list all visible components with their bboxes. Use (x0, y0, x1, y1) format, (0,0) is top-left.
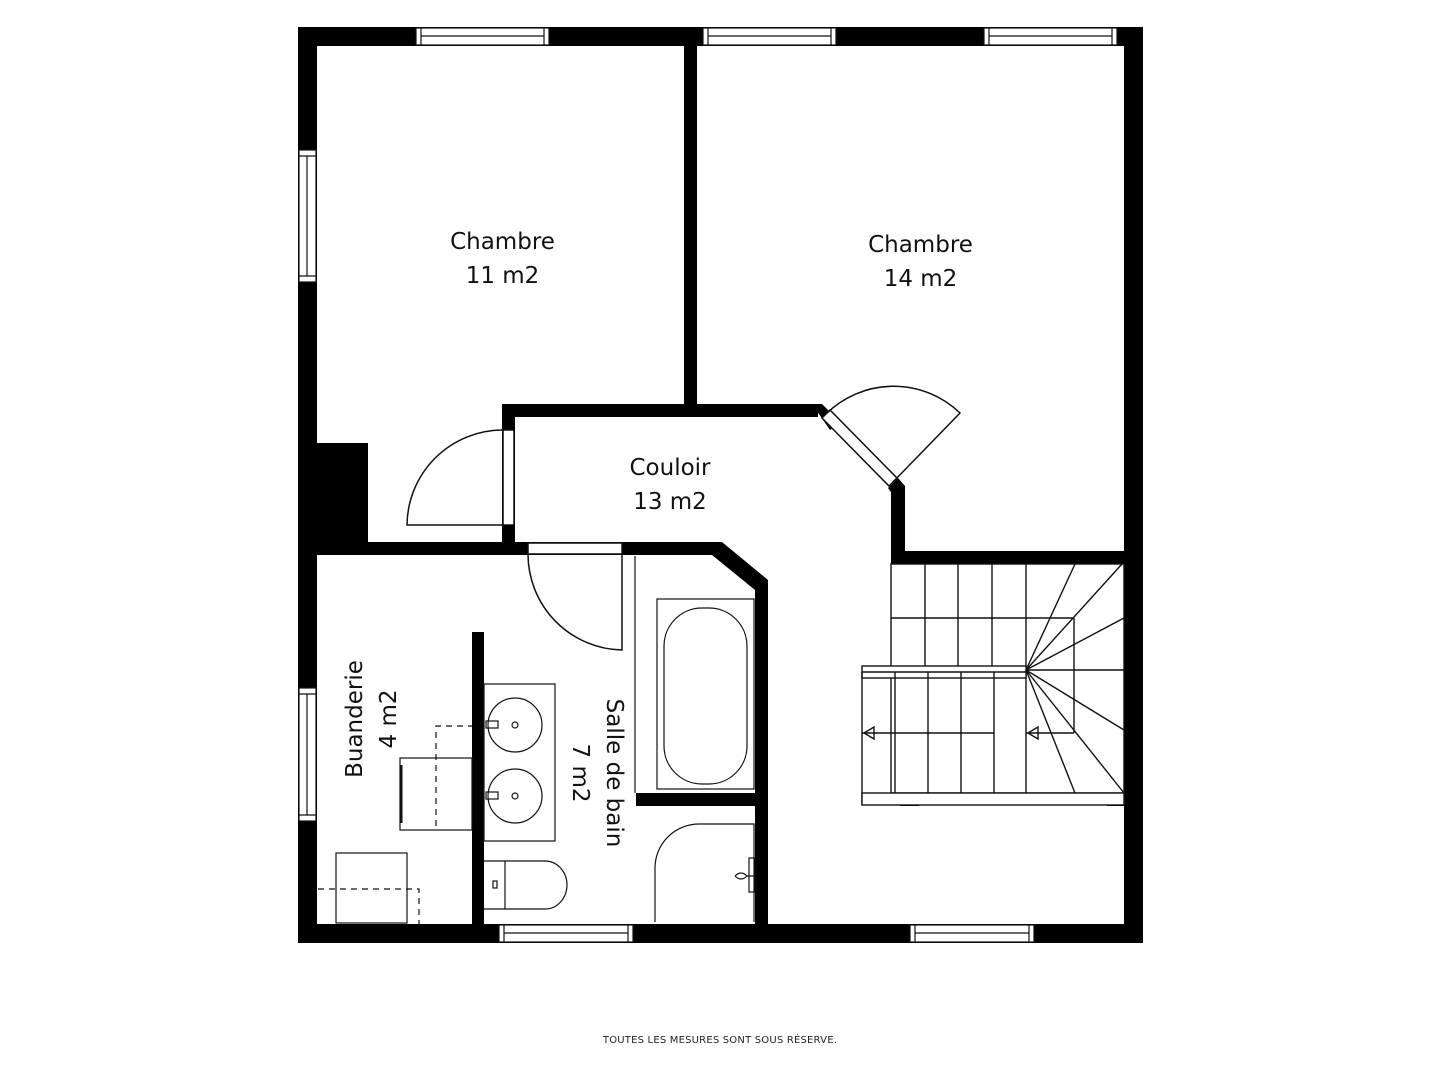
room-label-couloir: Couloir 13 m2 (600, 451, 740, 519)
room-area: 13 m2 (633, 489, 707, 515)
windows (298, 27, 1118, 943)
doors (406, 385, 962, 651)
staircase (861, 563, 1125, 806)
room-name: Buanderie (342, 660, 368, 778)
laundry-fixtures (318, 725, 473, 924)
room-area: 11 m2 (465, 263, 540, 289)
room-label-salle-de-bain: Salle de bain 7 m2 (563, 688, 631, 858)
bathroom-fixtures (483, 556, 756, 922)
room-area: 14 m2 (883, 266, 958, 292)
room-label-buanderie: Buanderie 4 m2 (338, 649, 406, 789)
room-area: 7 m2 (567, 743, 593, 803)
room-area: 4 m2 (376, 689, 402, 749)
room-name: Chambre (450, 229, 555, 255)
room-label-chambre-2: Chambre 14 m2 (838, 228, 1003, 296)
room-name: Couloir (629, 455, 711, 481)
room-label-chambre-1: Chambre 11 m2 (420, 225, 585, 293)
disclaimer: TOUTES LES MESURES SONT SOUS RÉSERVE. (602, 1035, 838, 1046)
room-name: Salle de bain (601, 698, 627, 848)
room-name: Chambre (868, 232, 973, 258)
